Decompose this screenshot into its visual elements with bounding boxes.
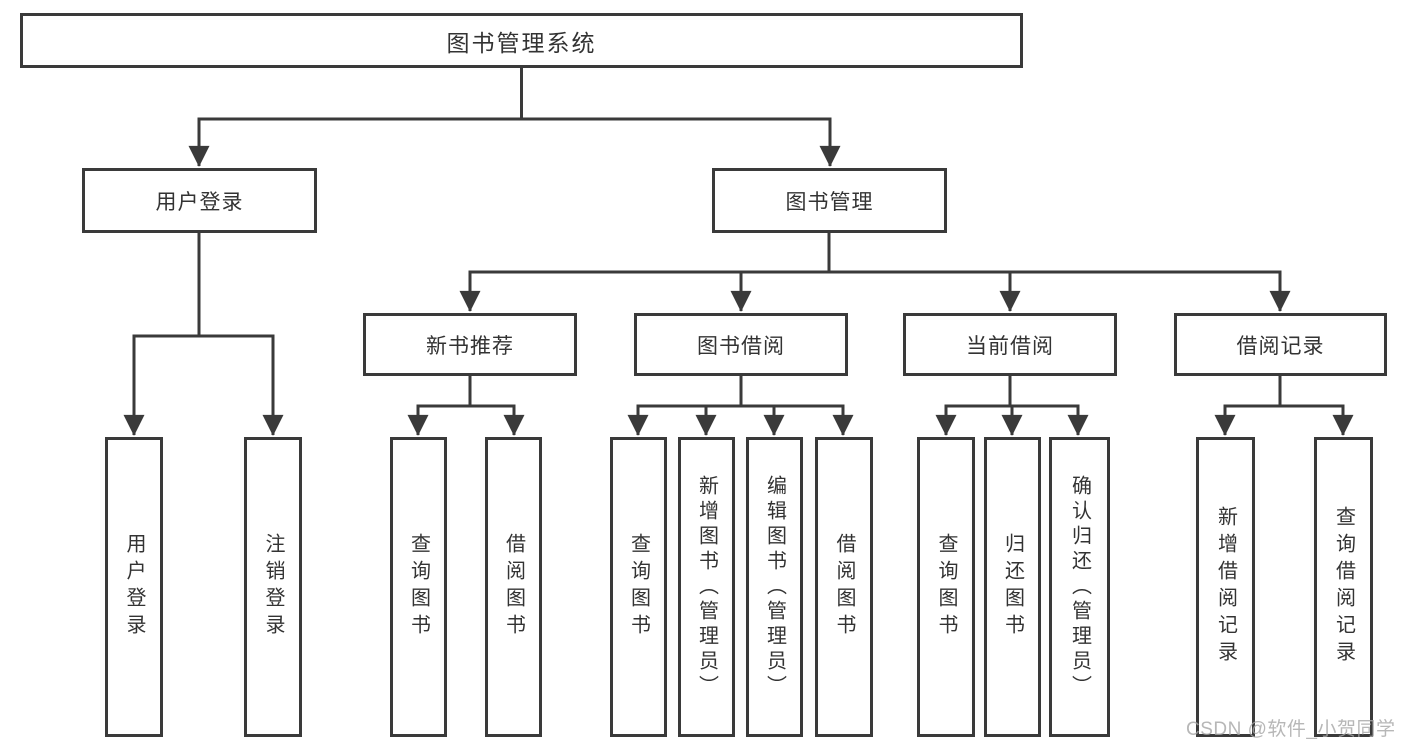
leaf-user-login: 用户登录 — [105, 437, 163, 737]
leaf-cb-return-books-label: 归还图书 — [1001, 533, 1024, 641]
leaf-bb-edit-books: 编辑图书（管理员） — [746, 437, 803, 737]
connector-arrows — [123, 119, 1354, 436]
node-borrowing-records-label: 借阅记录 — [1236, 334, 1325, 358]
node-book-management: 图书管理 — [712, 168, 947, 233]
node-root: 图书管理系统 — [20, 13, 1023, 68]
node-borrowing-records: 借阅记录 — [1174, 313, 1387, 376]
leaf-bb-borrow-books-label: 借阅图书 — [833, 533, 855, 641]
leaf-user-login-label: 用户登录 — [123, 533, 145, 641]
connector-trunks — [132, 66, 1345, 408]
leaf-cb-confirm-return-label: 确认归还（管理员） — [1068, 474, 1091, 700]
leaf-logout-label: 注销登录 — [262, 533, 284, 641]
node-book-management-label: 图书管理 — [785, 190, 874, 214]
leaf-cb-query-books: 查询图书 — [917, 437, 975, 737]
leaf-bb-query-books: 查询图书 — [610, 437, 667, 737]
leaf-bb-add-books-label: 新增图书（管理员） — [695, 474, 718, 700]
leaf-br-add-record-label: 新增借阅记录 — [1214, 506, 1237, 668]
node-current-borrowing: 当前借阅 — [903, 313, 1117, 376]
leaf-logout: 注销登录 — [244, 437, 302, 737]
leaf-nb-query-books-label: 查询图书 — [407, 533, 430, 641]
node-root-label: 图书管理系统 — [446, 29, 597, 56]
node-user-login-label: 用户登录 — [155, 190, 244, 214]
leaf-bb-query-books-label: 查询图书 — [627, 533, 650, 641]
leaf-nb-borrow-books: 借阅图书 — [485, 437, 542, 737]
node-new-book-recommend: 新书推荐 — [363, 313, 577, 376]
leaf-nb-borrow-books-label: 借阅图书 — [502, 533, 525, 641]
leaf-br-add-record: 新增借阅记录 — [1196, 437, 1255, 737]
leaf-br-query-record: 查询借阅记录 — [1314, 437, 1373, 737]
node-new-book-recommend-label: 新书推荐 — [426, 334, 514, 358]
leaf-cb-return-books: 归还图书 — [984, 437, 1041, 737]
leaf-cb-confirm-return: 确认归还（管理员） — [1049, 437, 1110, 737]
leaf-cb-query-books-label: 查询图书 — [935, 533, 957, 641]
leaf-nb-query-books: 查询图书 — [390, 437, 447, 737]
leaf-bb-borrow-books: 借阅图书 — [815, 437, 873, 737]
node-book-borrowing: 图书借阅 — [634, 313, 848, 376]
node-book-borrowing-label: 图书借阅 — [697, 334, 785, 358]
node-user-login: 用户登录 — [82, 168, 317, 233]
leaf-br-query-record-label: 查询借阅记录 — [1332, 506, 1355, 668]
leaf-bb-edit-books-label: 编辑图书（管理员） — [763, 474, 786, 700]
node-current-borrowing-label: 当前借阅 — [966, 334, 1054, 358]
csdn-watermark: CSDN @软件_小贺同学 — [1186, 719, 1396, 740]
leaf-bb-add-books: 新增图书（管理员） — [678, 437, 735, 737]
